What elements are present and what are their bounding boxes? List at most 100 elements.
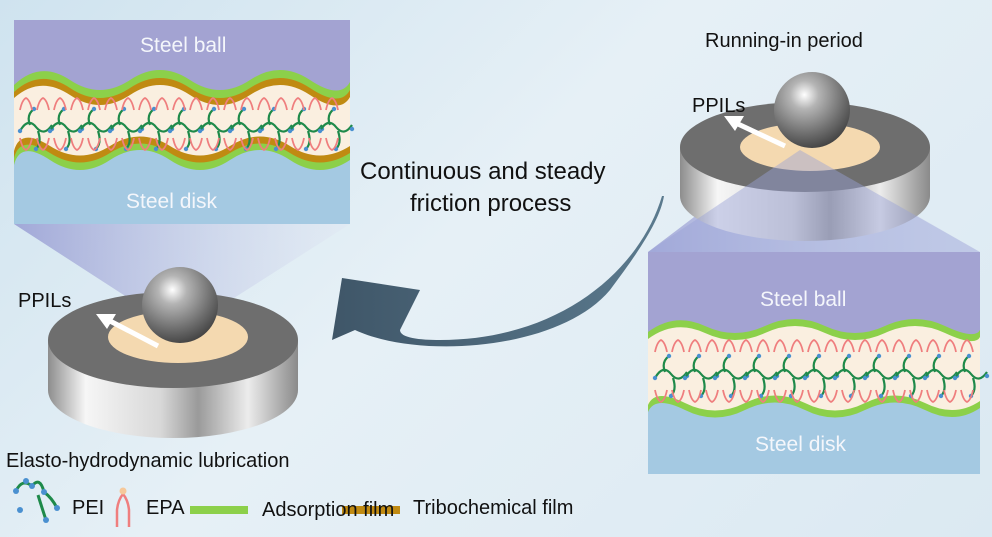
lubrication-panel-bottom-right bbox=[648, 252, 990, 474]
epa-molecule bbox=[172, 137, 186, 152]
epa-molecule bbox=[104, 137, 118, 152]
steel-ball-right bbox=[774, 72, 850, 148]
pei-node bbox=[107, 128, 113, 134]
pei-node bbox=[666, 353, 672, 359]
epa-molecule bbox=[291, 96, 305, 111]
pei-node bbox=[331, 106, 337, 112]
epa-molecule bbox=[87, 96, 101, 111]
epa-molecule bbox=[909, 338, 923, 353]
steel-disk-label: Steel disk bbox=[755, 433, 847, 456]
epa-molecule bbox=[257, 96, 271, 111]
epa-molecule bbox=[53, 96, 67, 111]
epa-molecule bbox=[960, 338, 974, 353]
ppils-label-left: PPILs bbox=[18, 290, 72, 312]
pei-node bbox=[349, 126, 355, 132]
epa-molecule bbox=[892, 389, 906, 404]
pei-node bbox=[63, 146, 69, 152]
epa-molecule bbox=[926, 389, 940, 404]
pei-node bbox=[802, 375, 808, 381]
epa-molecule bbox=[223, 137, 237, 152]
epa-molecule bbox=[121, 96, 135, 111]
epa-molecule bbox=[773, 338, 787, 353]
epa-molecule bbox=[671, 338, 685, 353]
epa-molecule bbox=[943, 389, 957, 404]
epa-molecule bbox=[308, 137, 322, 152]
pei-node bbox=[696, 353, 702, 359]
epa-molecule-icon bbox=[115, 487, 131, 527]
ppils-arrow-right bbox=[724, 116, 787, 149]
epa-molecule bbox=[654, 338, 668, 353]
epa-molecule bbox=[875, 389, 889, 404]
epa-molecule bbox=[688, 389, 702, 404]
epa-molecule bbox=[909, 389, 923, 404]
process-label-line2: friction process bbox=[410, 190, 572, 217]
steel-ball-label: Steel ball bbox=[760, 288, 847, 311]
pei-node bbox=[938, 393, 944, 399]
epa-molecule bbox=[189, 137, 203, 152]
epa-molecule bbox=[807, 338, 821, 353]
steel-ball-label: Steel ball bbox=[140, 34, 227, 57]
pei-node bbox=[906, 353, 912, 359]
ppils-arrow-left bbox=[96, 314, 160, 349]
epa-molecule bbox=[155, 96, 169, 111]
process-label-line1: Continuous and steady bbox=[360, 158, 606, 185]
elasto-hydrodynamic-caption: Elasto-hydrodynamic lubrication bbox=[6, 450, 290, 472]
epa-molecule bbox=[104, 96, 118, 111]
epa-molecule bbox=[960, 389, 974, 404]
pei-node bbox=[31, 106, 37, 112]
pei-node bbox=[183, 146, 189, 152]
pei-node bbox=[33, 146, 39, 152]
pei-node bbox=[227, 128, 233, 134]
pei-node bbox=[892, 375, 898, 381]
epa-molecules bbox=[19, 96, 339, 152]
pei-node bbox=[846, 353, 852, 359]
pei-node bbox=[786, 353, 792, 359]
pei-node bbox=[878, 393, 884, 399]
epa-molecule bbox=[773, 389, 787, 404]
pei-node bbox=[153, 146, 159, 152]
epa-molecule bbox=[722, 389, 736, 404]
epa-molecule bbox=[926, 338, 940, 353]
pei-node bbox=[211, 106, 217, 112]
epa-molecule bbox=[756, 338, 770, 353]
adsorption-film-swatch bbox=[190, 506, 248, 514]
epa-molecule bbox=[858, 389, 872, 404]
process-arrow bbox=[332, 196, 664, 347]
epa-molecule bbox=[824, 389, 838, 404]
epa-molecule bbox=[70, 137, 84, 152]
epa-molecule bbox=[943, 338, 957, 353]
pei-node bbox=[47, 128, 53, 134]
legend-label-epa: EPA bbox=[146, 497, 185, 519]
epa-molecule bbox=[892, 338, 906, 353]
epa-molecule bbox=[807, 389, 821, 404]
pei-node bbox=[91, 106, 97, 112]
epa-molecule bbox=[824, 338, 838, 353]
epa-molecule bbox=[756, 389, 770, 404]
epa-molecule bbox=[875, 338, 889, 353]
pei-node bbox=[652, 375, 658, 381]
pei-node bbox=[772, 375, 778, 381]
pei-node bbox=[742, 375, 748, 381]
epa-molecule bbox=[189, 96, 203, 111]
steel-disk-label: Steel disk bbox=[126, 190, 218, 213]
ppils-label-right: PPILs bbox=[692, 95, 746, 117]
pei-node bbox=[712, 375, 718, 381]
epa-molecule bbox=[722, 338, 736, 353]
pei-node bbox=[936, 353, 942, 359]
legend-label-pei: PEI bbox=[72, 497, 105, 519]
pei-molecule-icon bbox=[13, 478, 60, 523]
epa-molecule bbox=[274, 96, 288, 111]
epa-molecule bbox=[790, 338, 804, 353]
epa-molecule bbox=[138, 96, 152, 111]
epa-molecule bbox=[138, 137, 152, 152]
legend-label-tribochemical: Tribochemical film bbox=[413, 497, 574, 519]
pei-node bbox=[832, 375, 838, 381]
pei-node bbox=[818, 393, 824, 399]
pei-node bbox=[984, 373, 990, 379]
pei-node bbox=[966, 353, 972, 359]
epa-molecule bbox=[790, 389, 804, 404]
epa-molecule bbox=[325, 137, 339, 152]
epa-molecule bbox=[705, 338, 719, 353]
epa-molecule bbox=[705, 389, 719, 404]
